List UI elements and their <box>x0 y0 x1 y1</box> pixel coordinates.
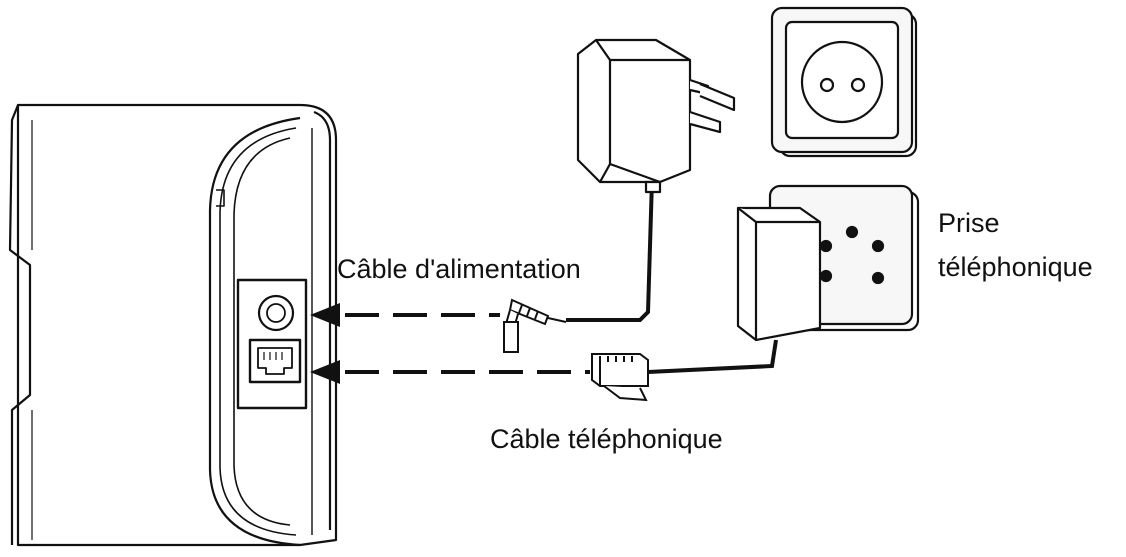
phone-cable-label: Câble téléphonique <box>490 424 723 454</box>
phone-arrow <box>310 360 590 384</box>
rj11-plug-icon <box>591 353 649 402</box>
phone-socket-label-line1: Prise <box>938 208 1000 238</box>
phone-cable-wire <box>647 339 778 374</box>
phone-socket-icon <box>736 184 920 342</box>
power-cable-label: Câble d'alimentation <box>337 254 581 284</box>
power-arrow <box>310 303 500 327</box>
power-cable-wire <box>566 179 654 322</box>
power-adapter-icon <box>576 38 736 194</box>
power-outlet-icon <box>770 6 918 158</box>
dc-plug-icon <box>503 298 567 353</box>
phone-socket-label-line2: téléphonique <box>938 252 1093 282</box>
base-station <box>8 103 338 547</box>
